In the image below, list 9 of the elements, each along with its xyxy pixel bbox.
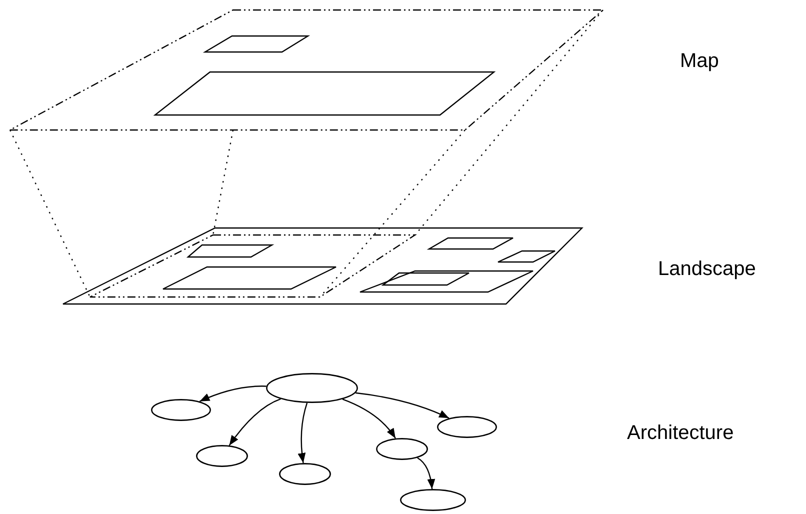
layer-label: Landscape <box>658 258 756 281</box>
layer-label: Architecture <box>627 422 734 445</box>
arrow <box>228 398 281 446</box>
layer-label: Map <box>680 50 719 73</box>
arrow <box>199 386 266 402</box>
arrow <box>355 392 450 419</box>
arrow <box>417 457 435 490</box>
arrow <box>342 398 396 439</box>
arrow <box>298 402 308 464</box>
